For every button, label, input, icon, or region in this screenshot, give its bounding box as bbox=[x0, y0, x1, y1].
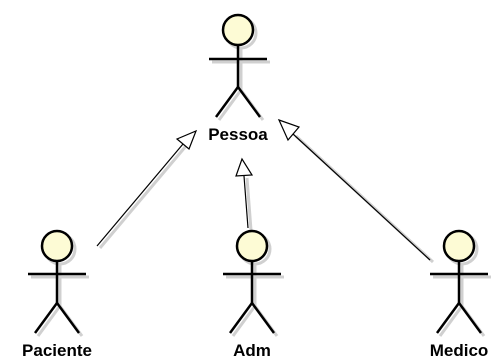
generalization-arrowhead bbox=[175, 129, 198, 150]
generalization-paciente-pessoa[interactable] bbox=[96, 129, 198, 249]
actor-adm[interactable]: Adm bbox=[223, 229, 284, 360]
generalization-arrowhead bbox=[277, 118, 301, 142]
actor-label-medico: Medico bbox=[430, 341, 489, 360]
generalization-medico-pessoa[interactable] bbox=[277, 118, 435, 264]
actor-figure-paciente bbox=[28, 229, 89, 337]
actor-medico[interactable]: Medico bbox=[430, 229, 491, 360]
actor-label-paciente: Paciente bbox=[22, 341, 92, 360]
actor-paciente[interactable]: Paciente bbox=[22, 229, 92, 360]
generalization-adm-pessoa[interactable] bbox=[235, 157, 254, 231]
actor-figure-pessoa bbox=[209, 13, 270, 121]
actor-label-adm: Adm bbox=[233, 341, 271, 360]
actor-label-pessoa: Pessoa bbox=[208, 125, 268, 144]
actor-pessoa[interactable]: Pessoa bbox=[208, 13, 270, 144]
actor-figure-medico bbox=[430, 229, 491, 337]
generalization-arrowhead bbox=[235, 157, 254, 177]
actor-figure-adm bbox=[223, 229, 284, 337]
